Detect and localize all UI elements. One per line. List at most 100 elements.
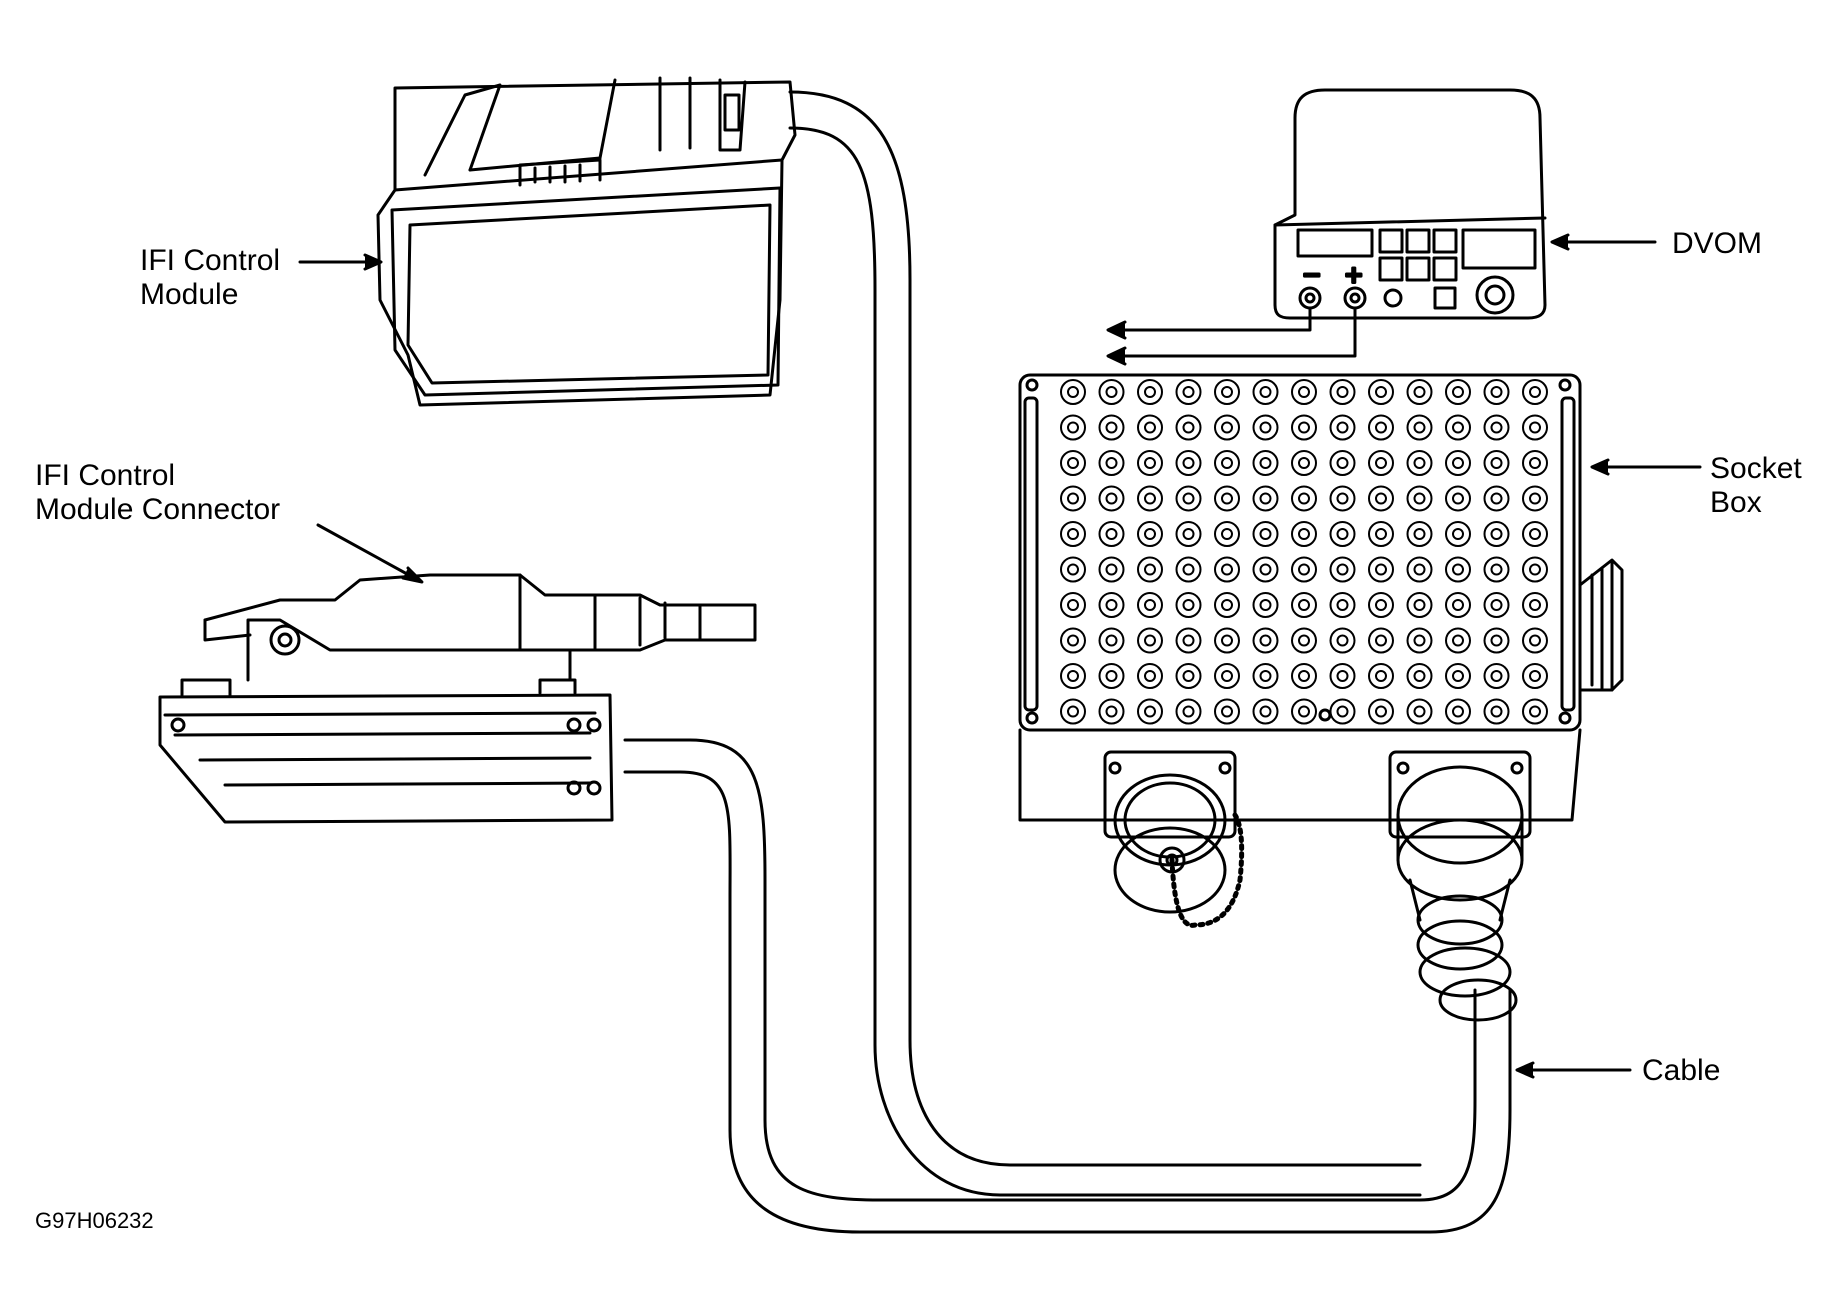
socket-pin [1175, 521, 1202, 547]
ifi-control-module-connector [158, 573, 757, 824]
socket-pin [1368, 485, 1394, 512]
socket-pin [1175, 379, 1202, 405]
socket-pin [1368, 379, 1394, 405]
socket-pin [1137, 521, 1163, 547]
socket-pin [1445, 450, 1471, 476]
socket-pin [1483, 485, 1510, 512]
label-connector-line1: IFI Control [35, 459, 175, 492]
label-cable: Cable [1642, 1054, 1720, 1087]
socket-pin [1522, 379, 1548, 405]
socket-pin [1098, 663, 1125, 689]
socket-pin [1291, 663, 1317, 689]
socket-pin-grid [1060, 379, 1548, 725]
socket-pin [1368, 414, 1394, 441]
socket-pin [1252, 698, 1279, 725]
socket-pin [1329, 450, 1356, 476]
socket-pin [1522, 521, 1548, 547]
socket-pin [1483, 698, 1510, 725]
socket-pin [1522, 485, 1548, 512]
cable-from-module [788, 90, 1422, 1197]
socket-pin [1368, 521, 1394, 547]
socket-pin [1214, 379, 1240, 405]
socket-pin [1252, 379, 1279, 405]
socket-pin [1291, 485, 1317, 512]
socket-pin [1445, 414, 1471, 441]
socket-pin [1522, 450, 1548, 476]
socket-pin [1252, 627, 1279, 654]
socket-pin [1329, 663, 1356, 689]
callout-arrows [298, 233, 1702, 1079]
socket-pin [1137, 698, 1163, 725]
socket-pin [1175, 627, 1202, 654]
label-connector-line2: Module Connector [35, 493, 280, 526]
socket-pin [1137, 556, 1163, 583]
socket-pin [1060, 521, 1086, 547]
socket-pin [1098, 627, 1125, 654]
socket-pin [1291, 698, 1317, 725]
socket-pin [1137, 485, 1163, 512]
socket-pin [1060, 556, 1086, 583]
socket-pin [1252, 556, 1279, 583]
label-dvom: DVOM [1672, 227, 1762, 260]
socket-pin [1406, 414, 1433, 441]
socket-pin [1137, 414, 1163, 441]
cable-from-connector [623, 738, 882, 1234]
socket-pin [1291, 379, 1317, 405]
socket-pin [1060, 450, 1086, 476]
ifi-control-module [376, 76, 797, 407]
socket-pin [1368, 698, 1394, 725]
socket-pin [1368, 556, 1394, 583]
socket-pin [1060, 698, 1086, 725]
socket-pin [1445, 521, 1471, 547]
socket-pin [1175, 663, 1202, 689]
socket-pin [1214, 521, 1240, 547]
socket-pin [1483, 627, 1510, 654]
figure-id: G97H06232 [35, 1208, 154, 1233]
socket-pin [1060, 592, 1086, 618]
socket-pin [1175, 698, 1202, 725]
socket-pin [1291, 556, 1317, 583]
socket-pin [1214, 663, 1240, 689]
socket-pin [1329, 379, 1356, 405]
socket-pin [1522, 414, 1548, 441]
socket-pin [1252, 521, 1279, 547]
socket-pin [1406, 379, 1433, 405]
socket-pin [1291, 592, 1317, 618]
dvom-meter [1273, 88, 1547, 320]
socket-pin [1445, 663, 1471, 689]
dvom-test-leads [1106, 306, 1357, 366]
socket-pin [1098, 592, 1125, 618]
socket-pin [1483, 592, 1510, 618]
socket-pin [1137, 379, 1163, 405]
socket-pin [1522, 663, 1548, 689]
socket-pin [1522, 698, 1548, 725]
capped-port [1103, 750, 1245, 928]
socket-pin [1098, 698, 1125, 725]
socket-pin [1329, 485, 1356, 512]
socket-pin [1137, 592, 1163, 618]
socket-pin [1175, 556, 1202, 583]
socket-pin [1483, 379, 1510, 405]
socket-pin [1368, 627, 1394, 654]
socket-pin [1291, 450, 1317, 476]
socket-pin [1522, 592, 1548, 618]
socket-pin [1329, 414, 1356, 441]
socket-pin [1406, 663, 1433, 689]
socket-pin [1406, 450, 1433, 476]
socket-pin [1445, 485, 1471, 512]
label-socket-box-line2: Box [1710, 486, 1762, 519]
socket-pin [1214, 698, 1240, 725]
label-module-line2: Module [140, 278, 238, 311]
socket-pin [1329, 592, 1356, 618]
socket-pin [1175, 485, 1202, 512]
socket-pin [1329, 627, 1356, 654]
socket-pin [1406, 698, 1433, 725]
socket-pin [1214, 556, 1240, 583]
socket-pin [1483, 414, 1510, 441]
socket-pin [1175, 450, 1202, 476]
label-module-line1: IFI Control [140, 244, 280, 277]
socket-pin [1483, 556, 1510, 583]
meter-minus-sign: − [1303, 259, 1321, 292]
